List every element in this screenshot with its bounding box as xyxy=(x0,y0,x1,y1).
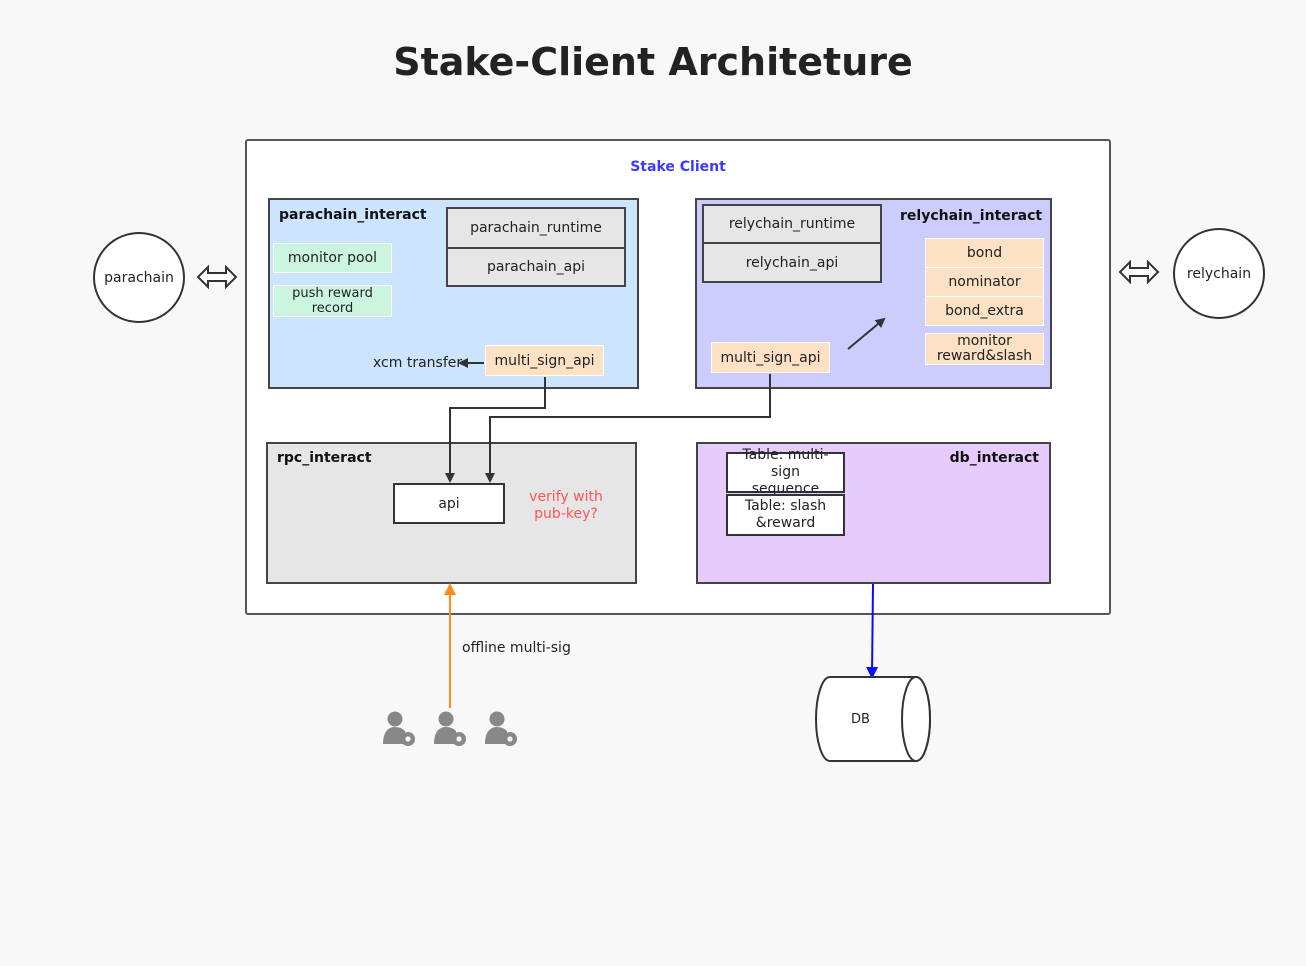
parachain-double-arrow-icon xyxy=(196,264,238,290)
relychain-node[interactable]: relychain xyxy=(1173,228,1265,319)
xcm-transfer-label: xcm transfer xyxy=(373,355,463,371)
monitor-pool-box[interactable]: monitor pool xyxy=(273,243,392,273)
bond-box[interactable]: bond xyxy=(925,238,1044,268)
relychain-to-api-connector xyxy=(485,374,771,483)
parachain-node[interactable]: parachain xyxy=(93,232,185,323)
user-settings-icon xyxy=(485,711,517,746)
page-title: Stake-Client Architeture xyxy=(393,40,913,84)
offline-multisig-label: offline multi-sig xyxy=(462,640,571,656)
parachain-node-label: parachain xyxy=(104,269,174,286)
verify-pub-key-note: verify with pub-key? xyxy=(529,489,603,522)
rpc-interact-title: rpc_interact xyxy=(277,450,372,466)
monitor-reward-slash-box[interactable]: monitor reward&slash xyxy=(925,333,1044,365)
parachain-to-api-connector xyxy=(445,377,546,483)
relychain-interact-title: relychain_interact xyxy=(900,208,1043,224)
relychain-node-label: relychain xyxy=(1186,265,1252,282)
table-slash-reward-box[interactable]: Table: slash &reward xyxy=(726,494,845,536)
bond-extra-box[interactable]: bond_extra xyxy=(925,296,1044,326)
parachain-multi-sign-api-box[interactable]: multi_sign_api xyxy=(485,345,604,376)
db-interact-title: db_interact xyxy=(949,450,1039,466)
relychain-api-box[interactable]: relychain_api xyxy=(702,242,882,283)
push-reward-record-box[interactable]: push reward record xyxy=(273,285,392,317)
relychain-double-arrow-icon xyxy=(1118,259,1160,285)
stake-client-label: Stake Client xyxy=(630,159,726,175)
db-label: DB xyxy=(851,712,870,727)
db-cylinder-icon xyxy=(815,676,931,762)
relychain-diagonal-arrow xyxy=(847,317,886,350)
parachain-interact-title: parachain_interact xyxy=(279,207,427,223)
user-settings-icon xyxy=(434,711,466,746)
db-write-arrow xyxy=(866,583,879,679)
user-settings-icon xyxy=(383,711,415,746)
rpc-api-box[interactable]: api xyxy=(393,483,505,524)
parachain-api-box[interactable]: parachain_api xyxy=(446,247,626,287)
relychain-multi-sign-api-box[interactable]: multi_sign_api xyxy=(711,342,830,373)
parachain-runtime-box[interactable]: parachain_runtime xyxy=(446,207,626,249)
